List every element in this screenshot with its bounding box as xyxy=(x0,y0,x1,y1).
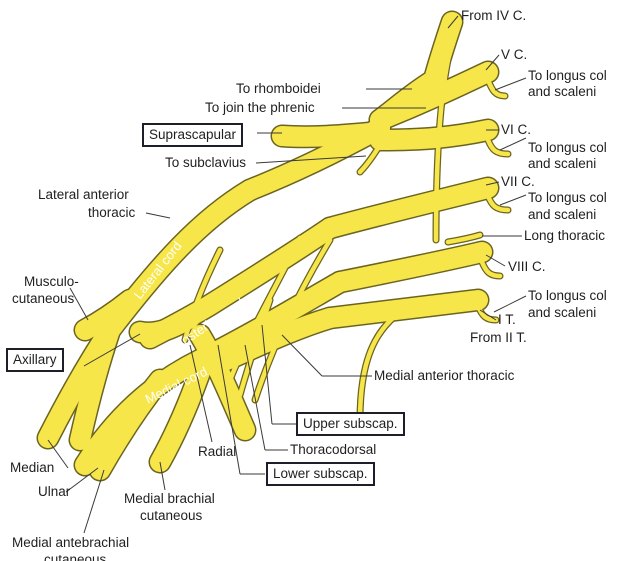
label-longus-1a: To longus col xyxy=(528,68,607,83)
label-i-t: I T. xyxy=(498,312,516,327)
lateral-cord-label: Lateral cord xyxy=(131,239,185,302)
label-subclavius: To subclavius xyxy=(165,155,247,170)
label-longus-4b: and scaleni xyxy=(528,305,597,320)
label-vi-c: VI C. xyxy=(501,122,532,137)
label-med-antebrachial-1: Medial antebrachial xyxy=(12,535,130,550)
label-musculo-1: Musculo- xyxy=(24,274,79,289)
label-from-iv-c: From IV C. xyxy=(461,8,527,23)
label-longus-2b: and scaleni xyxy=(528,156,597,171)
label-med-antebrachial-2: cutaneous xyxy=(44,552,107,561)
label-lower-subscap: Lower subscap. xyxy=(266,462,375,486)
label-longus-1b: and scaleni xyxy=(528,84,597,99)
label-longus-2a: To longus col xyxy=(528,140,607,155)
label-medial-ant-thoracic: Medial anterior thoracic xyxy=(374,368,515,383)
label-phrenic: To join the phrenic xyxy=(205,100,315,115)
label-viii-c: VIII C. xyxy=(508,259,546,274)
label-axillary: Axillary xyxy=(6,348,64,372)
label-musculo-2: cutaneous xyxy=(12,291,75,306)
label-med-brachial-2: cutaneous xyxy=(140,508,203,523)
label-v-c: V C. xyxy=(501,47,528,62)
label-rhomboidei: To rhomboidei xyxy=(236,81,321,96)
label-from-ii-t: From II T. xyxy=(470,330,527,345)
label-radial: Radial xyxy=(198,444,237,459)
label-med-brachial-1: Medial brachial xyxy=(124,491,215,506)
label-median: Median xyxy=(10,460,55,475)
label-lat-ant-thoracic-1: Lateral anterior xyxy=(38,187,129,202)
label-thoracodorsal: Thoracodorsal xyxy=(290,442,377,457)
label-suprascapular: Suprascapular xyxy=(142,123,244,147)
label-longus-3a: To longus col xyxy=(528,190,607,205)
label-long-thoracic: Long thoracic xyxy=(524,228,606,243)
leader-lines xyxy=(47,15,527,534)
label-ulnar: Ulnar xyxy=(38,484,71,499)
label-upper-subscap: Upper subscap. xyxy=(296,412,405,436)
label-vii-c: VII C. xyxy=(501,174,535,189)
label-lat-ant-thoracic-2: thoracic xyxy=(88,205,136,220)
label-longus-4a: To longus col xyxy=(528,288,607,303)
label-longus-3b: and scaleni xyxy=(528,207,597,222)
